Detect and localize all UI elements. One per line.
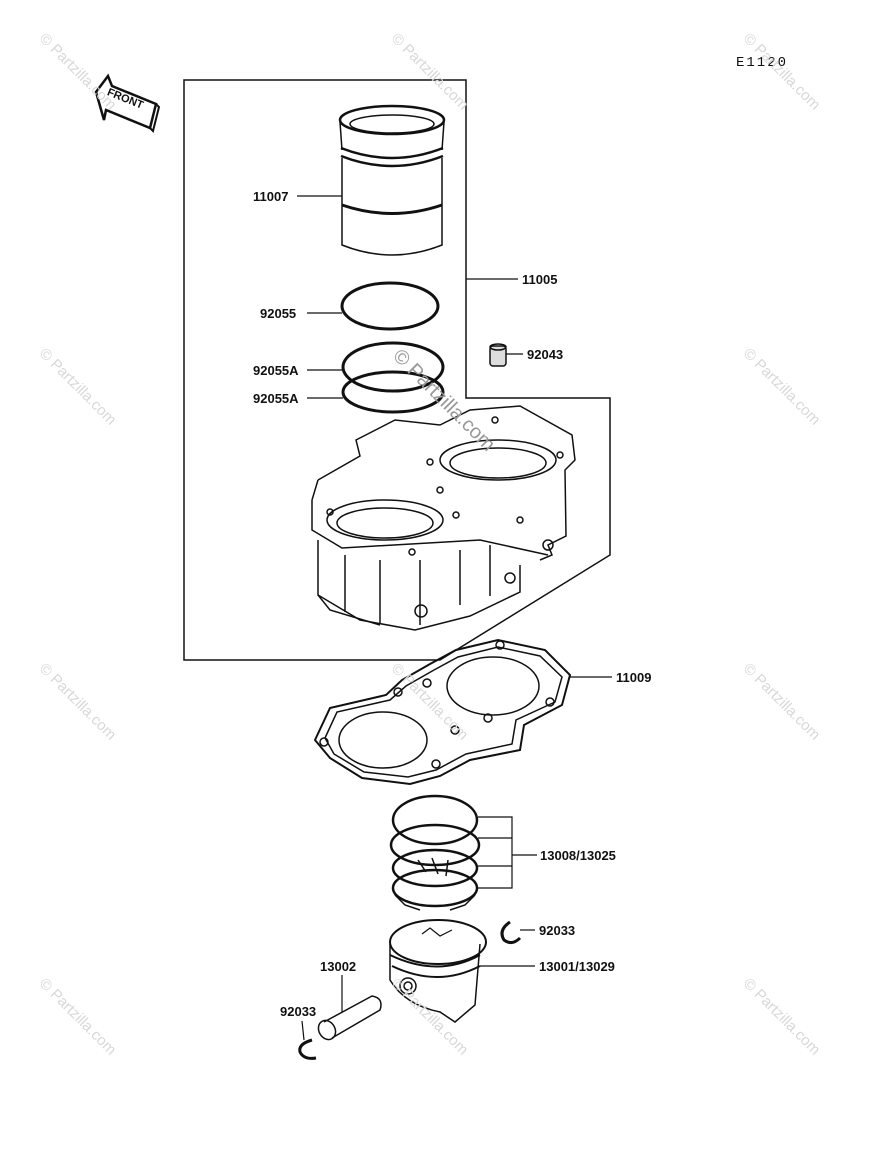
part-label-92055a-2: 92055A: [253, 391, 299, 406]
o-rings-92055a: [341, 341, 445, 414]
piston-rings-drawing: [389, 794, 481, 911]
part-label-92055: 92055: [260, 306, 297, 321]
piston-rings-leader: [478, 816, 537, 889]
part-label-92043: 92043: [527, 347, 564, 362]
o-ring-92055: [340, 281, 440, 331]
part-label-92055a-1: 92055A: [253, 363, 299, 378]
part-label-13002: 13002: [320, 959, 357, 974]
part-label-13001-13029: 13001/13029: [539, 959, 615, 974]
part-label-11009: 11009: [616, 670, 652, 685]
part-label-92033-right: 92033: [539, 923, 576, 938]
cylinder-sleeve-drawing: [338, 104, 446, 256]
circlip-left-drawing: [298, 1038, 317, 1060]
circlip-right-drawing: [500, 920, 522, 945]
dowel-pin-92043: [489, 343, 507, 367]
part-label-13008-13025: 13008/13025: [540, 848, 616, 863]
part-label-11007: 11007: [253, 189, 289, 204]
cylinder-block-drawing: [311, 405, 576, 631]
part-label-11005: 11005: [522, 272, 558, 287]
leader-92033-left: [301, 1020, 305, 1041]
front-arrow-icon: [94, 73, 161, 133]
piston-drawing: [389, 919, 487, 1023]
group-frame-11005: [183, 79, 611, 661]
part-label-92033-left: 92033: [280, 1004, 317, 1019]
cylinder-head-gasket-drawing: [313, 638, 572, 786]
diagram-code: E1120: [736, 55, 789, 71]
piston-pin-drawing: [317, 995, 382, 1041]
